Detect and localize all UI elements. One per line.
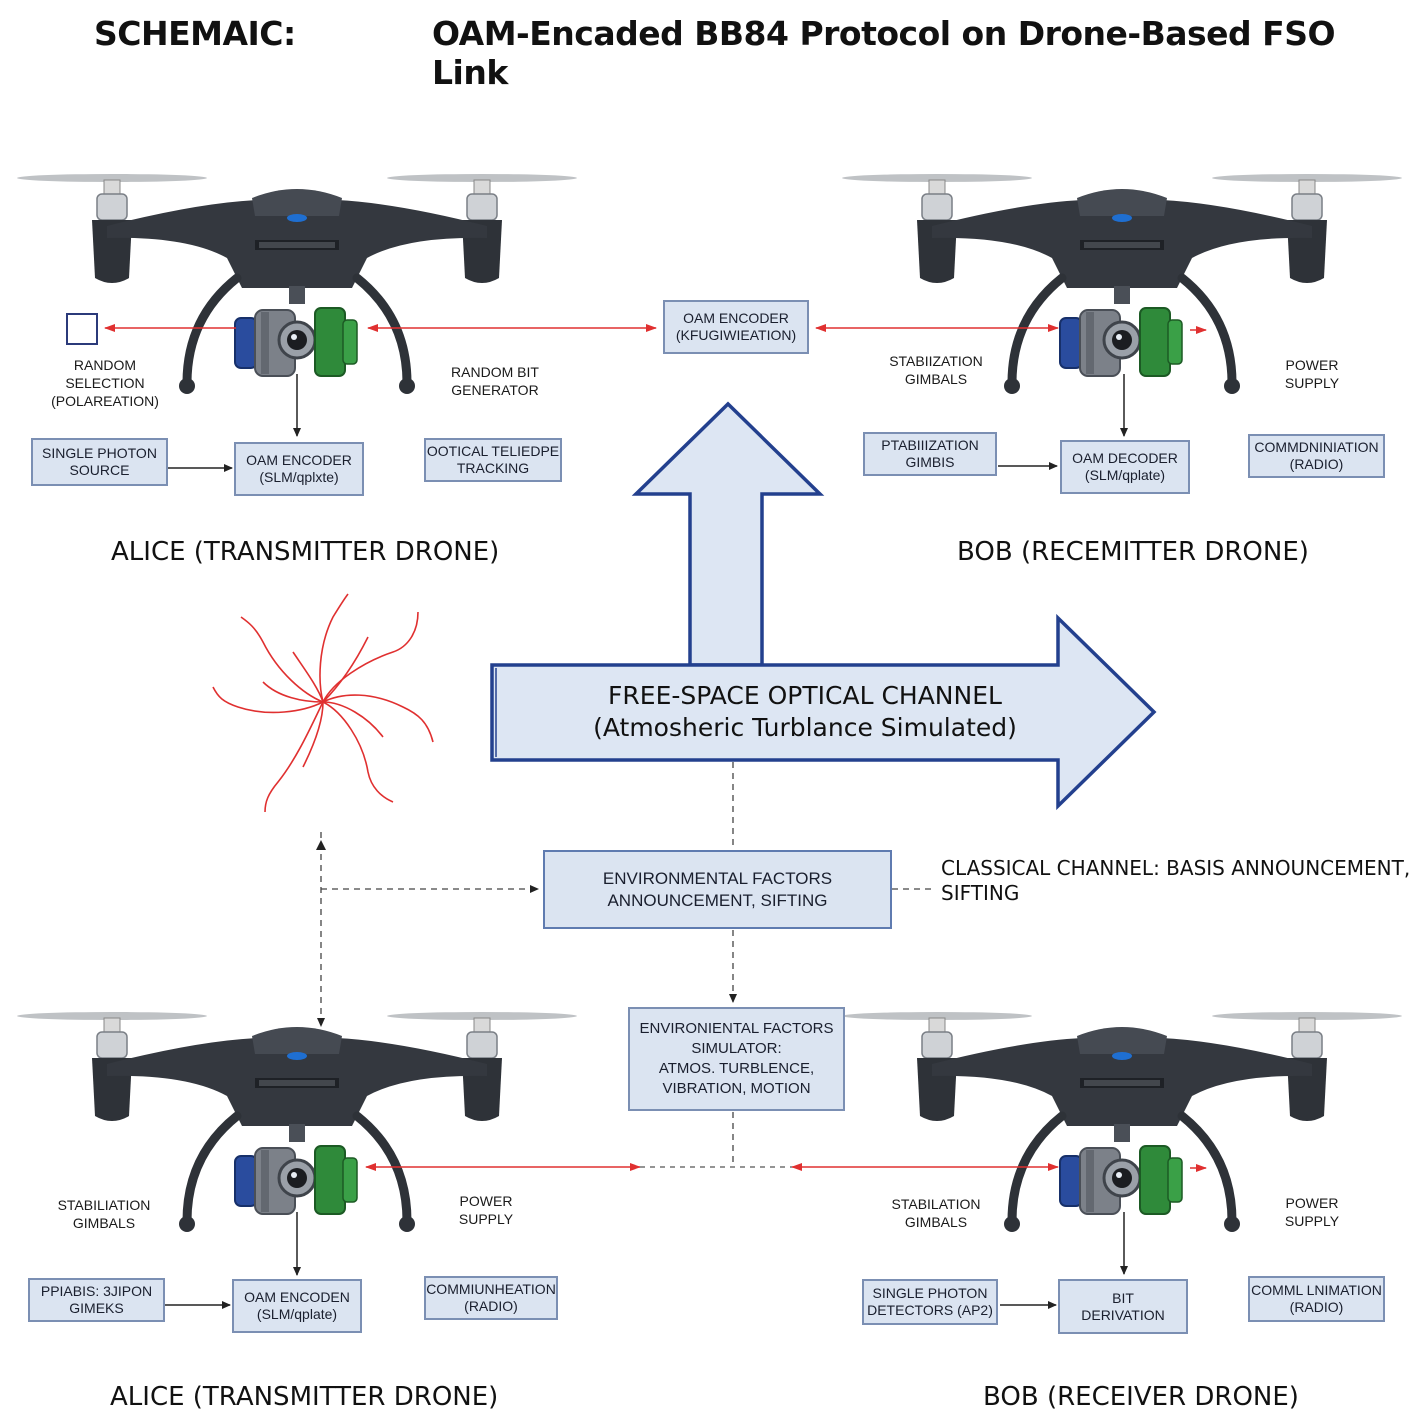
random-bit-generator-label: RANDOM BIT GENERATOR [451, 364, 539, 398]
single-photon-source-box: SINGLE PHOTON SOURCE [31, 438, 168, 486]
environmental-simulator-box: ENVIRONIENTAL FACTORS SIMULATOR: ATMOS. … [628, 1007, 845, 1111]
power-supply-label: POWER SUPPLY [458, 1193, 514, 1227]
oam-encoder-box: OAM ENCODER (SLM/qplxte) [234, 442, 364, 496]
stabilization-gimbals-label: STABILIATION GIMBALS [57, 1197, 151, 1231]
classical-channel-label: CLASSICAL CHANNEL: BASIS ANNOUNCEMENT, S… [941, 856, 1411, 905]
oam-encoder-box: OAM ENCODEN (SLM/qplate) [232, 1279, 362, 1333]
alice-bottom-title: ALICE (TRANSMITTER DRONE) [110, 1382, 499, 1412]
random-selection-square-icon [66, 313, 98, 345]
ptabis-gimbals-box: PPIABIS: 3JIPON GIMEKS [28, 1278, 165, 1322]
channel-arrow-icon [490, 613, 1157, 811]
power-supply-label: POWER SUPPLY [1284, 1195, 1340, 1229]
schematic-label: SCHEMAIC: [94, 14, 296, 53]
environmental-announcement-box: ENVIRONMENTAL FACTORS ANNOUNCEMENT, SIFT… [543, 850, 892, 929]
up-arrow-icon [631, 401, 825, 667]
stabilization-gimbals-label: STABILATION GIMBALS [891, 1196, 981, 1230]
ptabilization-gimbals-box: PTABIIIZATION GIMBIS [863, 432, 997, 476]
random-selection-label: RANDOM SELECTION (POLAREATION) [51, 357, 159, 409]
bob-bottom-title: BOB (RECEIVER DRONE) [983, 1382, 1299, 1412]
alice-top-title: ALICE (TRANSMITTER DRONE) [111, 537, 500, 567]
turbulence-spiral-icon [212, 593, 434, 813]
communication-radio-box: COMMDNINIATION (RADIO) [1248, 434, 1385, 478]
optical-telescope-box: OOTICAL TELIEDPE TRACKING [424, 438, 562, 482]
oam-encoder-config-box: OAM ENCODER (KFUGIWIEATION) [663, 300, 809, 354]
diagram-title: OAM-Encaded BB84 Protocol on Drone-Based… [432, 14, 1336, 92]
communication-radio-box: COMML LNIMATION (RADIO) [1248, 1276, 1385, 1322]
fso-channel-label: FREE-SPACE OPTICAL CHANNEL (Atmosheric T… [593, 681, 1017, 742]
power-supply-label: POWER SUPPLY [1284, 357, 1340, 391]
bit-derivation-box: BIT DERIVATION [1058, 1279, 1188, 1334]
oam-decoder-box: OAM DECODER (SLM/qplate) [1060, 440, 1190, 494]
bob-top-title: BOB (RECEMITTER DRONE) [957, 537, 1309, 567]
single-photon-detectors-box: SINGLE PHOTON DETECTORS (AP2) [862, 1279, 998, 1325]
communication-radio-box: COMMIUNHEATION (RADIO) [424, 1276, 558, 1320]
stabilization-gimbals-label: STABIIZATION GIMBALS [889, 353, 983, 387]
